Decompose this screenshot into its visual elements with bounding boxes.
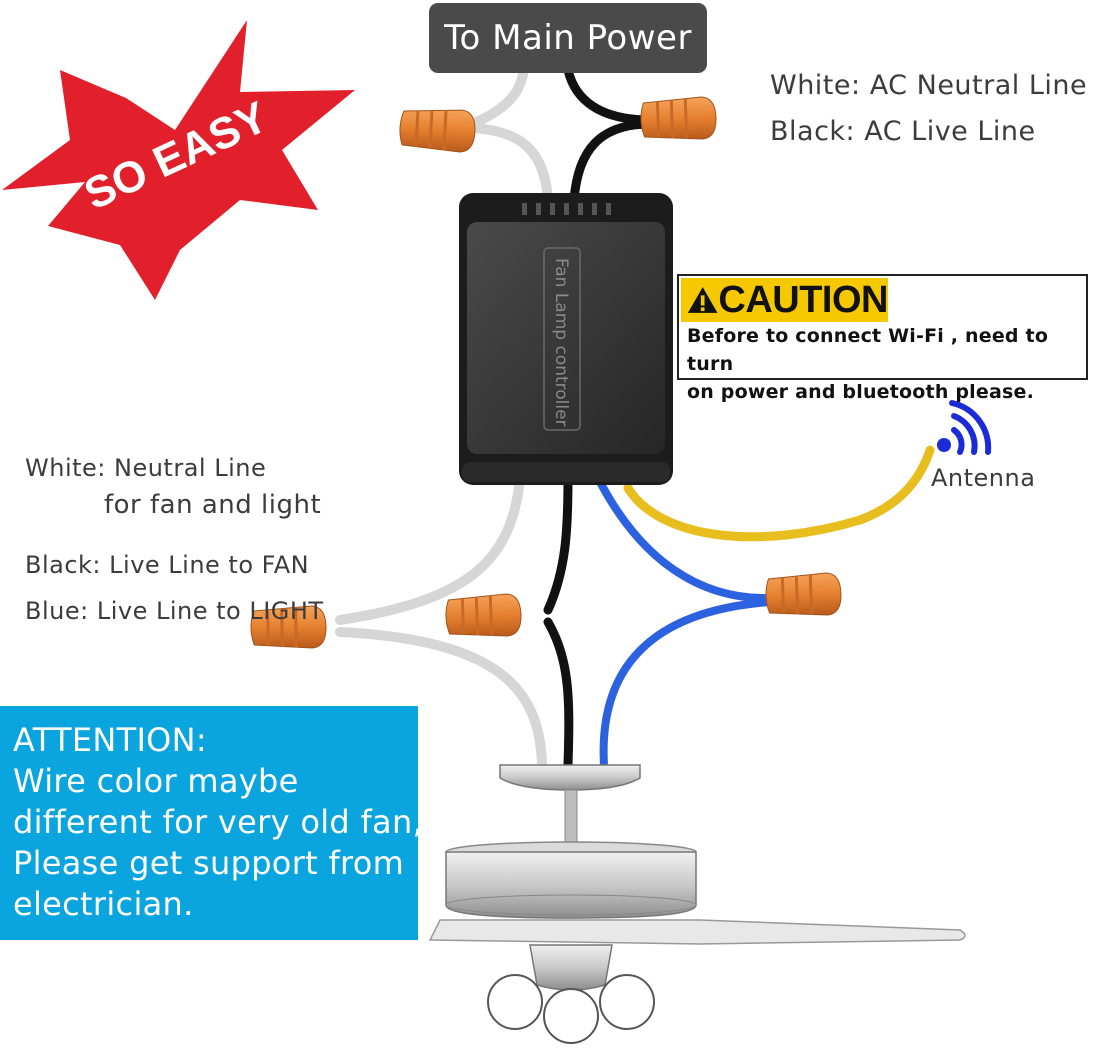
main-power-label: To Main Power bbox=[429, 3, 707, 73]
white-neutral-sublabel: for fan and light bbox=[104, 490, 322, 520]
black-fan-label: Black: Live Line to FAN bbox=[25, 551, 310, 579]
wire-nut-icon bbox=[443, 592, 524, 640]
caution-tag: CAUTION bbox=[681, 278, 888, 322]
attention-heading: ATTENTION: bbox=[13, 721, 207, 759]
top-wires bbox=[465, 65, 655, 205]
wire-nut-icon bbox=[763, 571, 844, 619]
warning-triangle-icon bbox=[687, 287, 718, 313]
ac-live-label: Black: AC Live Line bbox=[770, 116, 1036, 147]
caution-title: CAUTION bbox=[718, 278, 888, 321]
antenna-label: Antenna bbox=[931, 464, 1036, 492]
white-neutral-label: White: Neutral Line bbox=[25, 454, 267, 482]
caution-message: Before to connect Wi-Fi , need to turn o… bbox=[687, 322, 1082, 406]
attention-line: electrician. bbox=[13, 885, 194, 923]
ceiling-fan-icon bbox=[428, 764, 966, 1044]
wifi-signal-icon bbox=[937, 400, 992, 455]
ac-neutral-label: White: AC Neutral Line bbox=[770, 70, 1088, 101]
starburst-badge: SO EASY bbox=[2, 20, 355, 300]
controller-print: Fan Lamp controller bbox=[551, 258, 571, 427]
wire-nut-icon bbox=[638, 95, 719, 143]
lower-wires bbox=[335, 445, 935, 770]
controller-box: Fan Lamp controller bbox=[459, 193, 673, 485]
attention-line: Please get support from bbox=[13, 844, 405, 882]
caution-line-2: on power and bluetooth please. bbox=[687, 381, 1035, 403]
attention-line: Wire color maybe bbox=[13, 762, 299, 800]
caution-box: CAUTION Before to connect Wi-Fi , need t… bbox=[677, 274, 1088, 403]
attention-line: different for very old fan, bbox=[13, 803, 418, 841]
blue-light-label: Blue: Live Line to LIGHT bbox=[25, 597, 324, 625]
caution-line-1: Before to connect Wi-Fi , need to turn bbox=[687, 325, 1049, 375]
attention-panel: ATTENTION: Wire color maybe different fo… bbox=[0, 706, 418, 940]
wire-nut-icon bbox=[397, 105, 478, 155]
